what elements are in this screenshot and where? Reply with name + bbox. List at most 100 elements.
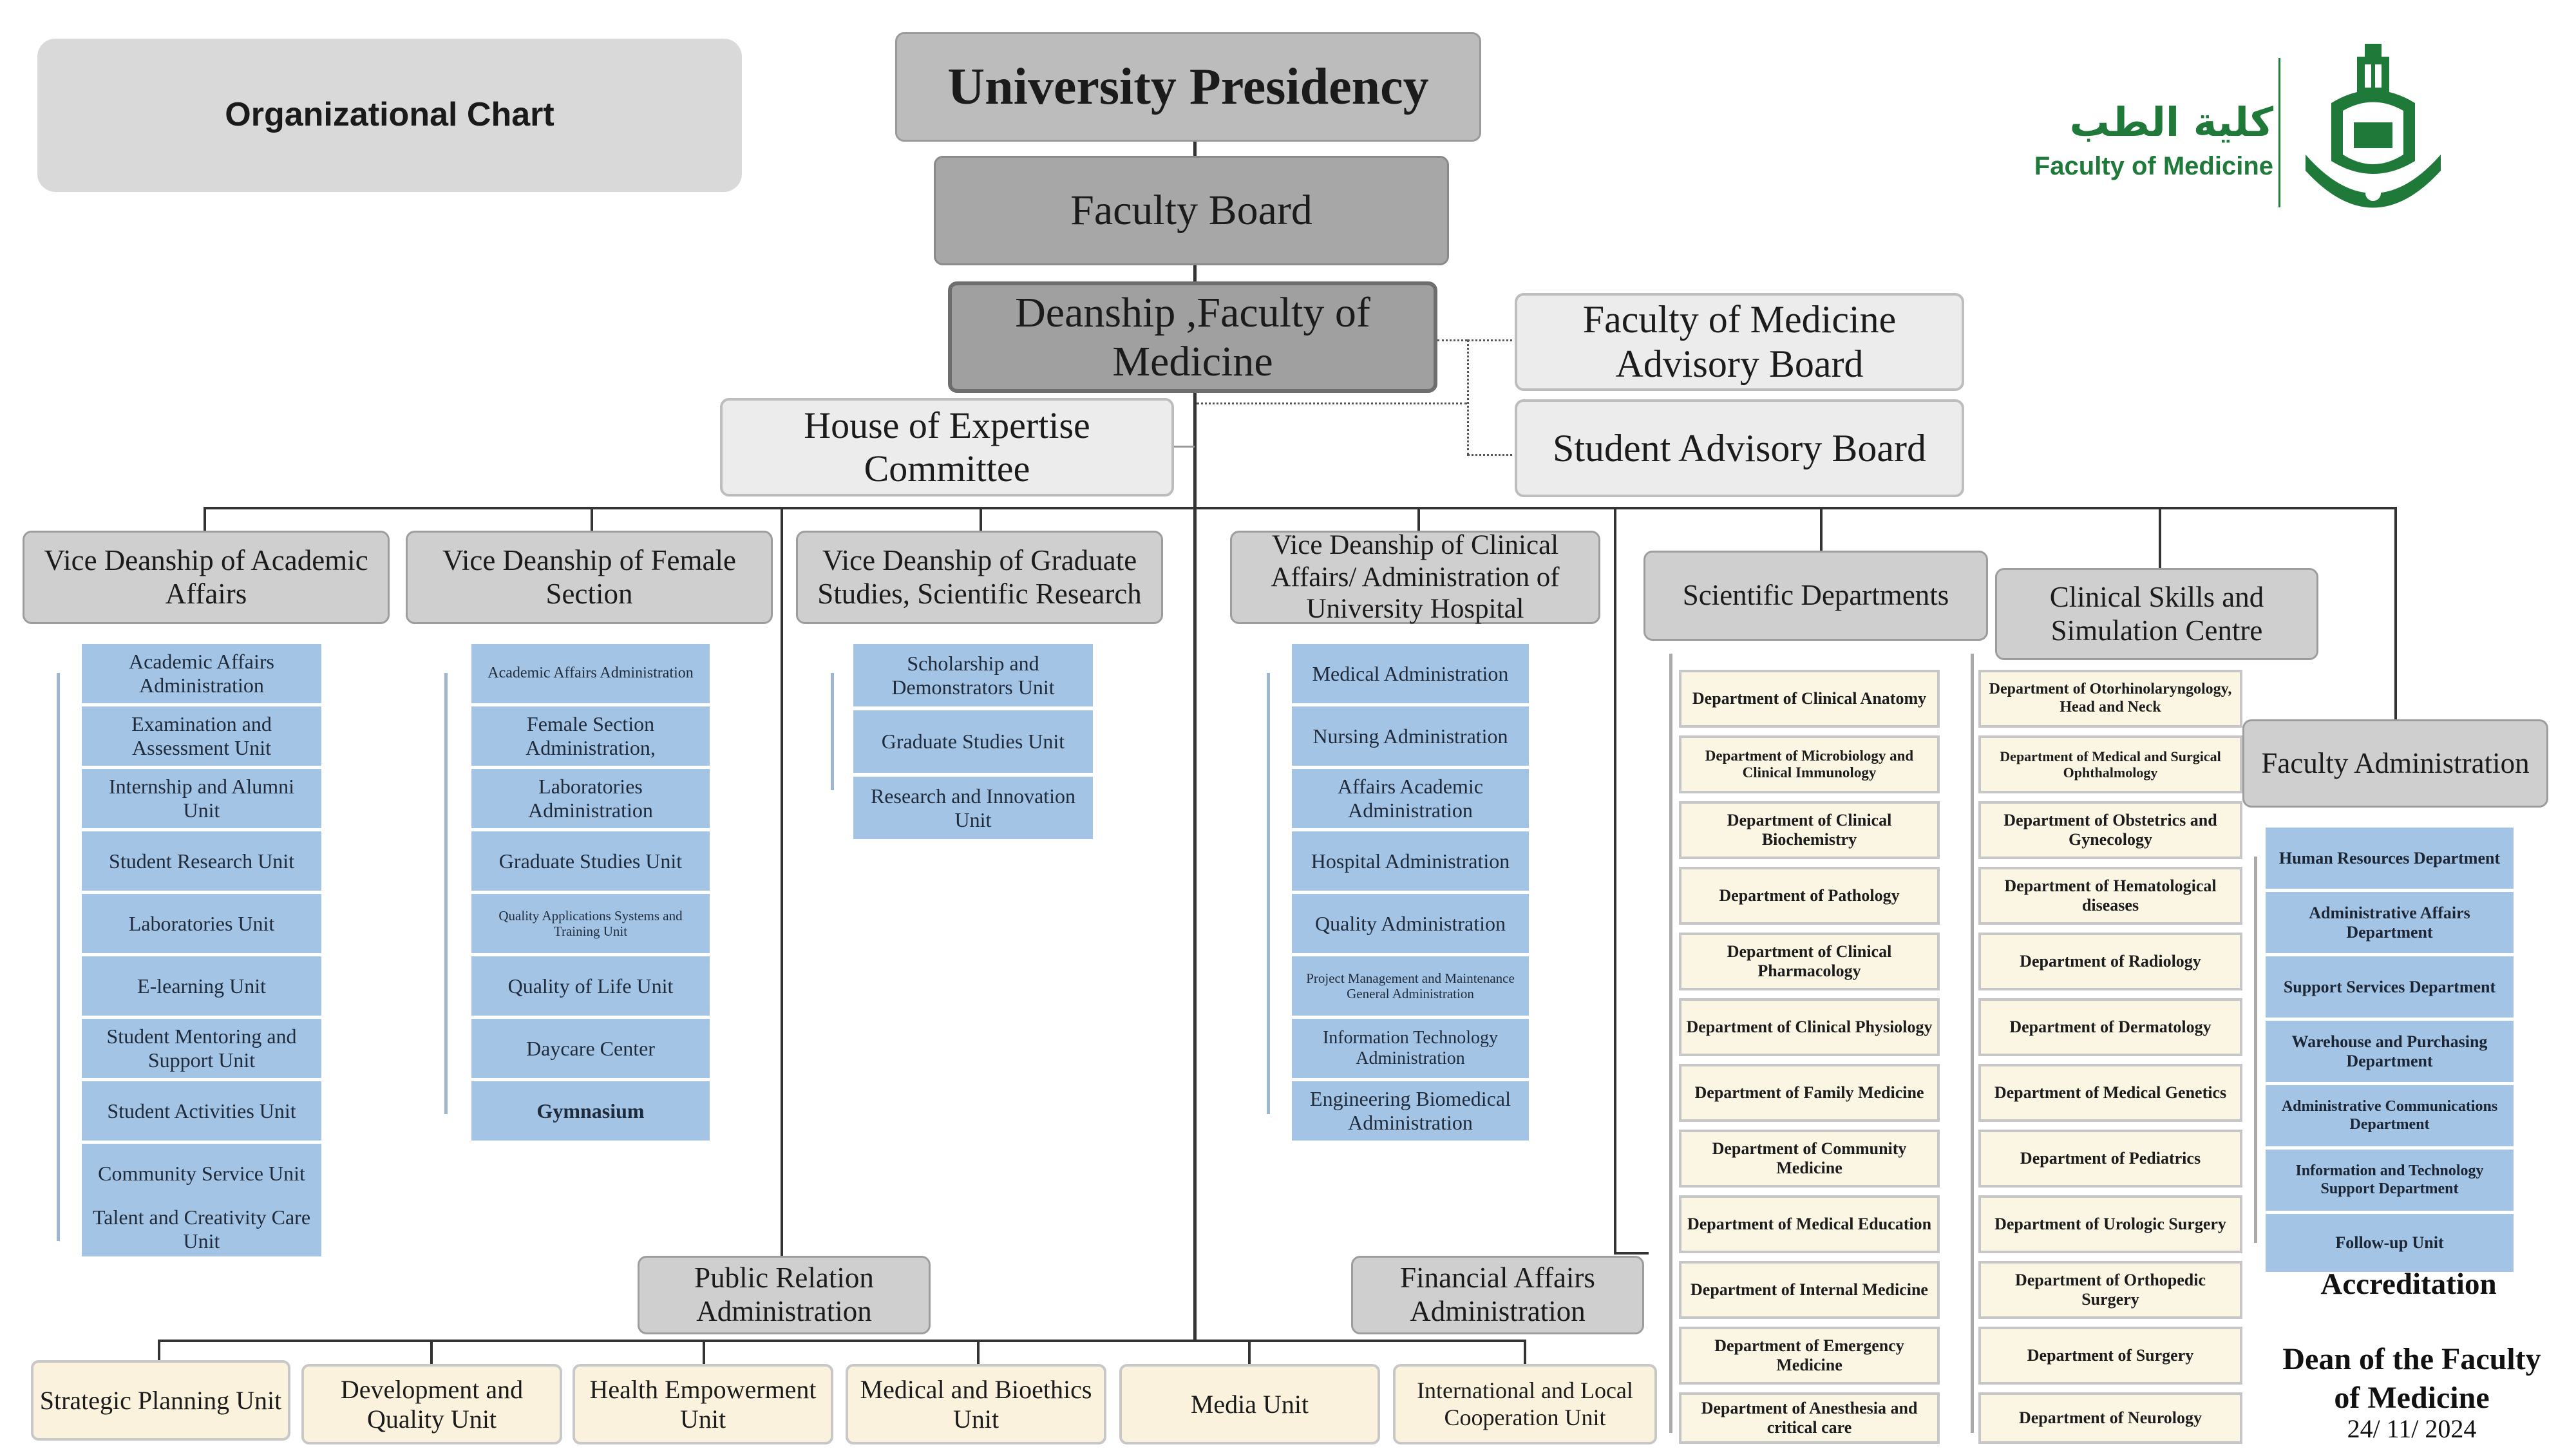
unit-box: Student Activities Unit (82, 1081, 321, 1141)
unit-box: Nursing Administration (1292, 706, 1529, 766)
vice-deanship-female-section: Vice Deanship of Female Section (406, 531, 773, 624)
drop-line (703, 1340, 705, 1364)
unit-box: Affairs Academic Administration (1292, 769, 1529, 828)
unit-box: Laboratories Unit (82, 894, 321, 953)
drop-line (2394, 507, 2397, 719)
drop-line (1417, 507, 1420, 531)
unit-box: Female Section Administration, (471, 706, 710, 766)
admin-unit-box: Support Services Department (2266, 956, 2514, 1018)
department-box: Department of Orthopedic Surgery (1978, 1261, 2242, 1319)
unit-bracket-line (1267, 673, 1270, 1114)
unit-box: Hospital Administration (1292, 831, 1529, 891)
admin-unit-box: Human Resources Department (2266, 828, 2514, 889)
dean-signature-line2: of Medicine (2334, 1381, 2490, 1415)
department-box: Department of Dermatology (1978, 998, 2242, 1056)
unit-box: E-learning Unit (82, 956, 321, 1016)
unit-box: Daycare Center (471, 1019, 710, 1078)
admin-unit-box: Administrative Affairs Department (2266, 892, 2514, 953)
department-box: Department of Hematological diseases (1978, 867, 2242, 925)
advisory-board-box: Faculty of Medicine Advisory Board (1515, 293, 1964, 391)
unit-box: Research and Innovation Unit (853, 777, 1093, 839)
logo-arabic-text: كلية الطب (2069, 99, 2273, 146)
department-box: Department of Anesthesia and critical ca… (1679, 1392, 1940, 1444)
department-box: Department of Clinical Biochemistry (1679, 801, 1940, 859)
clinical-skills-box: Clinical Skills and Simulation Centre (1995, 568, 2318, 660)
unit-box: Examination and Assessment Unit (82, 706, 321, 766)
unit-box: Student Mentoring and Support Unit (82, 1019, 321, 1078)
vice-deanship-bus-line (204, 507, 2397, 509)
unit-box: Graduate Studies Unit (853, 710, 1093, 773)
advisory-dotted-line (1467, 339, 1517, 341)
admin-unit-box: Information and Technology Support Depar… (2266, 1150, 2514, 1211)
unit-box: Student Research Unit (82, 831, 321, 891)
house-connector-line (1174, 446, 1195, 448)
drop-line (1820, 507, 1823, 552)
drop-line (591, 507, 593, 531)
house-of-expertise-box: House of Expertise Committee (720, 398, 1174, 497)
pr-connector-line (781, 507, 783, 1257)
unit-box: Internship and Alumni Unit (82, 769, 321, 828)
main-spine-line (1193, 140, 1197, 1342)
unit-box: Academic Affairs Administration (471, 644, 710, 703)
unit-bracket-line (57, 673, 60, 1241)
department-box: Department of Pathology (1679, 867, 1940, 925)
faculty-board-box: Faculty Board (934, 156, 1449, 265)
chart-label: Organizational Chart (37, 39, 742, 192)
unit-box: Gymnasium (471, 1081, 710, 1141)
bottom-unit-box: Media Unit (1119, 1364, 1380, 1444)
unit-box: Talent and Creativity Care Unit (82, 1202, 321, 1256)
drop-line (980, 507, 982, 531)
unit-box: Medical Administration (1292, 644, 1529, 703)
department-box: Department of Community Medicine (1679, 1130, 1940, 1188)
drop-line (1248, 1340, 1251, 1364)
unit-box: Laboratories Administration (471, 769, 710, 828)
dept-bracket-line (1669, 654, 1672, 1433)
drop-line (158, 1340, 160, 1364)
department-box: Department of Emergency Medicine (1679, 1327, 1940, 1385)
unit-box: Engineering Biomedical Administration (1292, 1081, 1529, 1141)
admin-unit-box: Warehouse and Purchasing Department (2266, 1021, 2514, 1082)
department-box: Department of Urologic Surgery (1978, 1195, 2242, 1253)
faculty-administration-box: Faculty Administration (2242, 719, 2548, 808)
admin-bracket-line (2254, 857, 2257, 1243)
vice-deanship-clinical-affairs: Vice Deanship of Clinical Affairs/ Admin… (1230, 530, 1600, 624)
financial-affairs-box: Financial Affairs Administration (1351, 1256, 1644, 1334)
advisory-dotted-line (1437, 339, 1467, 341)
admin-unit-box: Follow-up Unit (2266, 1214, 2514, 1272)
vice-deanship-graduate-studies: Vice Deanship of Graduate Studies, Scien… (796, 531, 1163, 624)
public-relation-box: Public Relation Administration (638, 1256, 931, 1334)
department-box: Department of Internal Medicine (1679, 1261, 1940, 1319)
department-box: Department of Otorhinolaryngology, Head … (1978, 670, 2242, 728)
bottom-bus-line (158, 1340, 1526, 1342)
department-box: Department of Radiology (1978, 933, 2242, 990)
drop-line (204, 507, 206, 531)
unit-box: Quality Administration (1292, 894, 1529, 953)
unit-box: Academic Affairs Administration (82, 644, 321, 703)
unit-bracket-line (831, 673, 834, 790)
department-box: Department of Medical and Surgical Ophth… (1978, 735, 2242, 793)
bottom-unit-box: International and Local Cooperation Unit (1393, 1364, 1657, 1444)
advisory-dotted-line (1197, 402, 1467, 404)
drop-line (977, 1340, 980, 1364)
advisory-dotted-line (1467, 339, 1469, 455)
unit-bracket-line (444, 673, 448, 1114)
unit-box: Community Service Unit (82, 1144, 321, 1203)
university-presidency-box: University Presidency (895, 32, 1481, 142)
date-label: 24/ 11/ 2024 (2347, 1414, 2477, 1443)
vice-deanship-academic-affairs: Vice Deanship of Academic Affairs (23, 531, 390, 624)
unit-box: Scholarship and Demonstrators Unit (853, 644, 1093, 706)
logo-divider (2278, 58, 2280, 207)
bottom-unit-box: Strategic Planning Unit (31, 1360, 290, 1441)
advisory-dotted-line (1467, 454, 1517, 456)
department-box: Department of Clinical Anatomy (1679, 670, 1940, 728)
logo-english-text: Faculty of Medicine (2034, 152, 2273, 180)
admin-unit-box: Administrative Communications Department (2266, 1085, 2514, 1146)
drop-line (430, 1340, 433, 1364)
unit-box: Project Management and Maintenance Gener… (1292, 956, 1529, 1016)
department-box: Department of Microbiology and Clinical … (1679, 735, 1940, 793)
department-box: Department of Neurology (1978, 1392, 2242, 1444)
department-box: Department of Pediatrics (1978, 1130, 2242, 1188)
student-advisory-board-box: Student Advisory Board (1515, 399, 1964, 497)
department-box: Department of Medical Education (1679, 1195, 1940, 1253)
financial-connector-line (1614, 507, 1616, 1254)
